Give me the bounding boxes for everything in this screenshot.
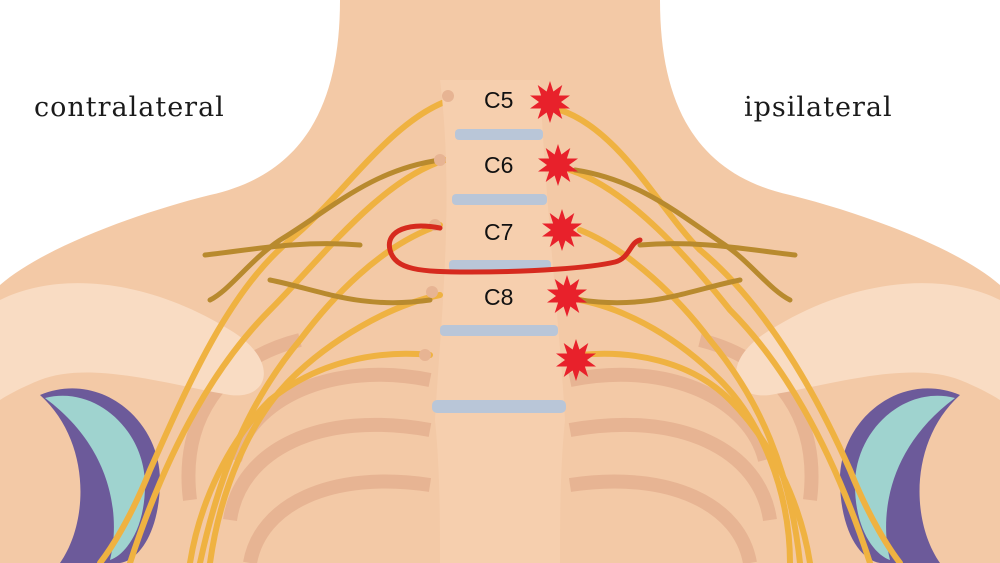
left-brachial-plexus [97, 97, 453, 563]
ribcage [181, 333, 819, 563]
disc-c8-t1 [440, 325, 558, 336]
ipsilateral-label: ipsilateral [744, 92, 893, 123]
right-brachial-plexus [557, 107, 903, 563]
vertebra-label-c6: C6 [484, 152, 513, 178]
stimulus-markers [530, 81, 596, 381]
disc-c5-c6 [455, 129, 543, 140]
disc-lower [432, 400, 566, 413]
stimulus-star-c5 [530, 81, 570, 123]
nerve-root-knobs [419, 90, 454, 361]
disc-c7-c8 [449, 260, 551, 271]
vertebra-label-c8: C8 [484, 284, 513, 310]
stimulus-star-c7 [542, 209, 582, 251]
disc-c6-c7 [452, 194, 547, 205]
stimulus-star-c8 [547, 275, 587, 317]
vertebra-label-c5: C5 [484, 87, 513, 113]
vertebra-label-c7: C7 [484, 219, 513, 245]
contralateral-label: contralateral [34, 92, 225, 123]
cervical-spine [419, 80, 566, 563]
stimulus-star-t1 [556, 339, 596, 381]
stimulus-star-c6 [538, 144, 578, 186]
contralateral-c7-transfer-nerve [386, 223, 643, 275]
